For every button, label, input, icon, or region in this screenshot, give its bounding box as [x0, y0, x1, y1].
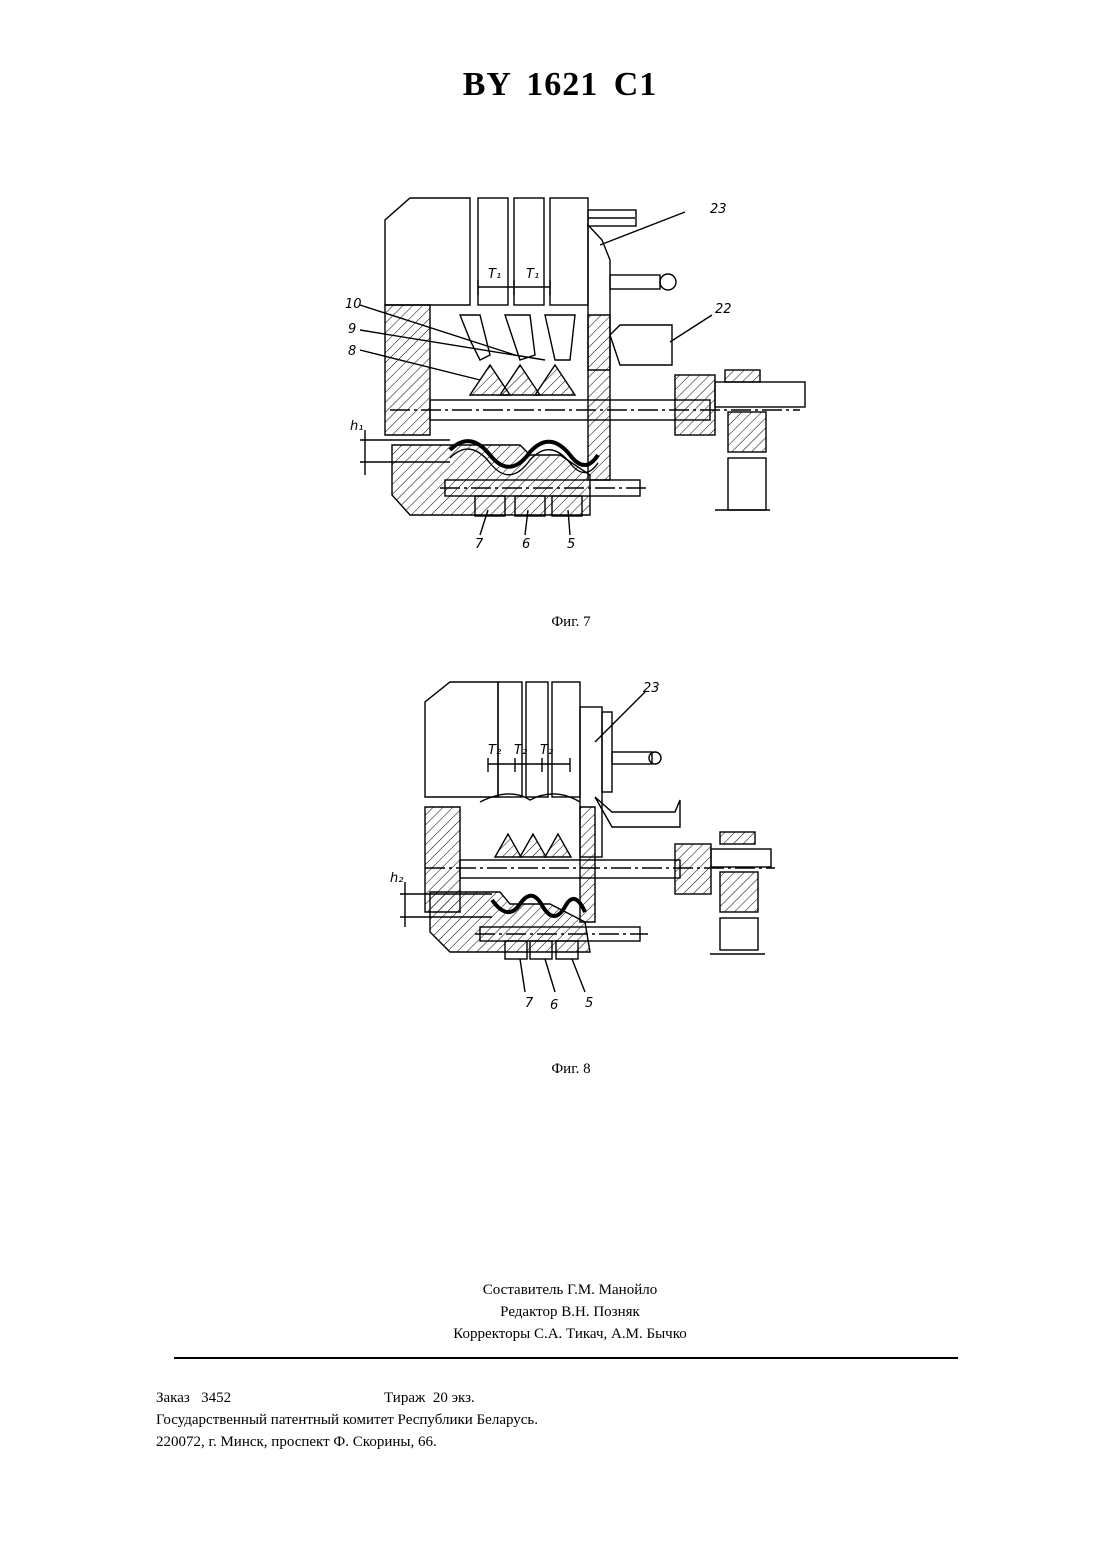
fig7-label-10: 10 [345, 297, 362, 312]
address-line: 220072, г. Минск, проспект Ф. Скорины, 6… [156, 1431, 538, 1453]
fig8-label-7: 7 [525, 996, 534, 1011]
editor-line: Редактор В.Н. Позняк [0, 1301, 1100, 1323]
figure-8-drawing: 23 7 6 5 T₂ T₂ T₂ h₂ [380, 672, 800, 1022]
fig8-label-t2-c: T₂ [540, 743, 553, 758]
order-row: Заказ 3452Тираж 20 экз. [156, 1387, 538, 1409]
fig7-label-t1-a: T₁ [488, 267, 501, 282]
fig7-label-h1: h₁ [350, 419, 363, 434]
order-number: Заказ 3452 [156, 1387, 384, 1409]
publisher-line: Государственный патентный комитет Респуб… [156, 1409, 538, 1431]
fig7-label-5: 5 [567, 537, 575, 552]
fig7-label-7: 7 [475, 537, 484, 552]
fig8-label-6: 6 [550, 998, 558, 1013]
fig7-label-23: 23 [710, 202, 727, 217]
fig8-label-t2-a: T₂ [488, 743, 501, 758]
figure-7-drawing: 23 22 10 9 8 7 6 5 T₁ T₁ h₁ [330, 190, 820, 570]
fig7-label-6: 6 [522, 537, 530, 552]
divider-rule [174, 1357, 958, 1359]
fig7-label-t1-b: T₁ [526, 267, 539, 282]
figure-8-caption: Фиг. 8 [471, 1061, 671, 1078]
compiler-line: Составитель Г.М. Манойло [0, 1279, 1100, 1301]
fig7-label-8: 8 [348, 344, 356, 359]
patent-number: BY 1621 C1 [0, 66, 1100, 104]
credits-block: Составитель Г.М. Манойло Редактор В.Н. П… [0, 1279, 1100, 1345]
fig8-label-t2-b: T₂ [514, 743, 527, 758]
circulation: Тираж 20 экз. [384, 1390, 475, 1406]
fig8-label-5: 5 [585, 996, 593, 1011]
fig8-label-23: 23 [643, 681, 660, 696]
imprint-block: Заказ 3452Тираж 20 экз. Государственный … [156, 1387, 538, 1453]
fig7-label-9: 9 [348, 322, 356, 337]
fig8-label-h2: h₂ [390, 871, 403, 886]
figure-7-caption: Фиг. 7 [471, 614, 671, 631]
correctors-line: Корректоры С.А. Тикач, А.М. Бычко [0, 1323, 1100, 1345]
fig7-label-22: 22 [715, 302, 732, 317]
